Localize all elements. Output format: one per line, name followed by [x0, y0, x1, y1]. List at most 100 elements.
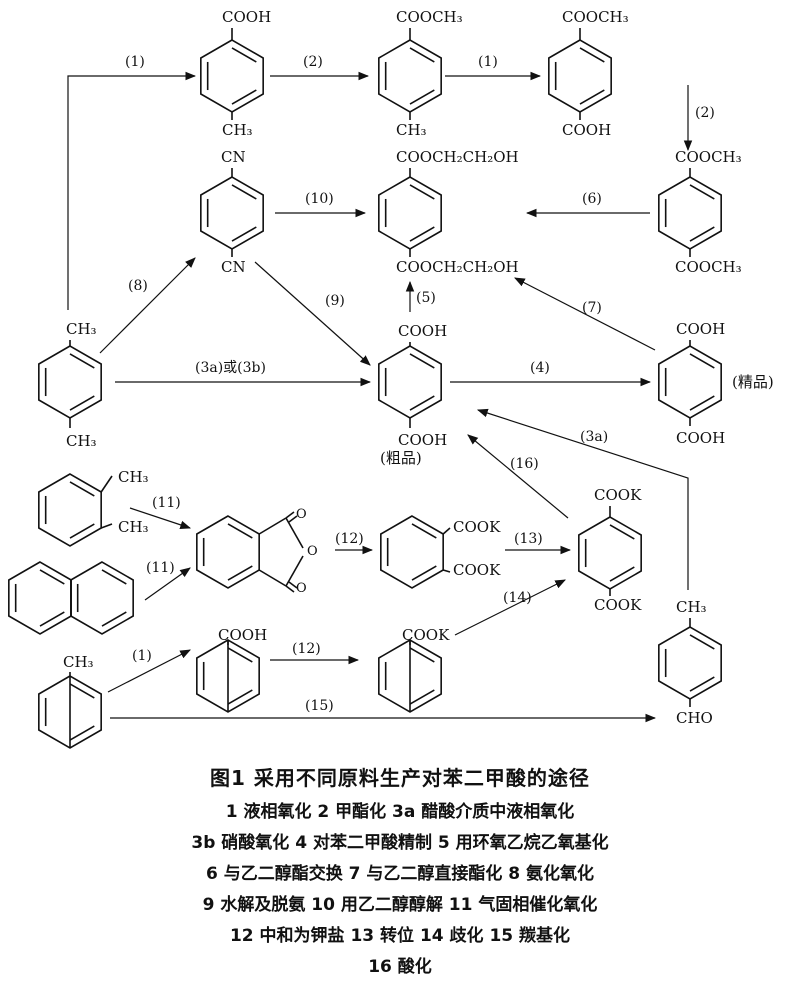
group-cooh: COOH: [562, 121, 611, 139]
molecule-structures: [8, 28, 722, 749]
group-cooch3: COOCH₃: [675, 258, 742, 276]
group-ch3: CH₃: [63, 653, 94, 671]
anhydride-bond: [258, 569, 287, 587]
ring-double-bond: [609, 566, 635, 582]
ring-double-bond: [409, 47, 435, 63]
step-label-11a: (11): [152, 495, 181, 511]
step-label-13: (13): [514, 531, 543, 547]
group-cook: COOK: [594, 596, 642, 614]
ring-double-bond: [69, 523, 95, 539]
step-label-12b: (12): [292, 641, 321, 657]
group-ch3: CH₃: [118, 468, 149, 486]
dipotassium-terephthalate: [578, 516, 642, 590]
group-cooeg: COOCH₂CH₂OH: [396, 148, 519, 166]
ring-double-bond: [101, 611, 127, 627]
group-ch3: CH₃: [118, 518, 149, 536]
ring-double-bond: [231, 47, 257, 63]
ring-double-bond: [69, 481, 95, 497]
p-tolualdehyde: [658, 626, 722, 700]
refined-terephthalic-acid: [658, 345, 722, 419]
group-cooh: COOH: [398, 431, 447, 449]
group-cn: CN: [221, 148, 246, 166]
arrow-9: [254, 261, 371, 366]
group-ch3: CH₃: [222, 121, 253, 139]
ring-double-bond: [689, 353, 715, 369]
group-cn: CN: [221, 258, 246, 276]
ring-double-bond: [409, 353, 435, 369]
methyl-p-toluate: [378, 39, 442, 113]
substituent-bond: [100, 523, 113, 529]
ring-double-bond: [227, 647, 253, 663]
substituent-bond: [442, 527, 451, 535]
step-label-8: (8): [128, 278, 148, 294]
group-cook: COOK: [402, 626, 450, 644]
caption-line: 9 水解及脱氨 10 用乙二醇醇解 11 气固相催化氧化: [202, 895, 598, 915]
ring-double-bond: [409, 647, 435, 663]
ring-double-bond: [411, 523, 437, 539]
group-cook: COOK: [453, 561, 501, 579]
step-label-6: (6): [582, 191, 602, 207]
ring-double-bond: [227, 565, 253, 581]
reaction-arrows: [67, 71, 693, 723]
step-label-12a: (12): [335, 531, 364, 547]
step-label-10: (10): [305, 191, 334, 207]
ring-double-bond: [409, 184, 435, 200]
bis-hydroxyethyl-terephthalate: [378, 176, 442, 250]
ring-double-bond: [579, 89, 605, 105]
step-label-2b: (2): [695, 105, 715, 121]
ring-double-bond: [409, 226, 435, 242]
ring-double-bond: [69, 725, 95, 741]
caption-line: 1 液相氧化 2 甲酯化 3a 醋酸介质中液相氧化: [225, 802, 575, 822]
group-cooh: COOH: [676, 429, 725, 447]
terephthalonitrile: [200, 176, 264, 250]
caption-title: 图1 采用不同原料生产对苯二甲酸的途径: [210, 766, 590, 790]
ring-double-bond: [101, 569, 127, 585]
group-cooh: COOH: [398, 322, 447, 340]
ring-double-bond: [69, 353, 95, 369]
o-xylene: [38, 473, 102, 547]
group-cooeg: COOCH₂CH₂OH: [396, 258, 519, 276]
anhydride-bond: [258, 517, 287, 535]
group-ch3: CH₃: [66, 432, 97, 450]
step-label-15: (15): [305, 698, 334, 714]
ring-double-bond: [39, 569, 65, 585]
ring-double-bond: [609, 524, 635, 540]
ring-double-bond: [689, 184, 715, 200]
naphthalene-ring-b: [70, 561, 134, 635]
group-ch3: CH₃: [66, 320, 97, 338]
carbonyl-bond: [285, 511, 295, 519]
arrow-11-b: [144, 567, 191, 601]
arrow-11-a: [129, 507, 192, 530]
caption-line: 12 中和为钾盐 13 转位 14 歧化 15 羰基化: [229, 926, 571, 946]
phthalic-anhydride: [196, 515, 260, 589]
group-cook: COOK: [594, 486, 642, 504]
carbonyl-bond: [285, 585, 295, 593]
arrow-16: [467, 434, 569, 519]
ring-double-bond: [689, 226, 715, 242]
step-labels: (1) (2) (1) (2) (10) (6) (8) (9) (5) (7)…: [125, 54, 715, 714]
arrow-7: [514, 277, 656, 351]
substituent-bond: [100, 475, 113, 493]
step-label-11b: (11): [146, 560, 175, 576]
arrow-3a: [476, 408, 689, 590]
group-cooh: COOH: [222, 8, 271, 26]
substituent-bond: [442, 569, 451, 573]
ring-double-bond: [69, 395, 95, 411]
group-ch3: CH₃: [676, 598, 707, 616]
arrow-1-bottom: [107, 649, 191, 693]
group-cooch3: COOCH₃: [675, 148, 742, 166]
atom-o-carbonyl: O: [296, 581, 307, 596]
step-label-5: (5): [416, 290, 436, 306]
step-label-2: (2): [303, 54, 323, 70]
ring-double-bond: [227, 523, 253, 539]
arrow-14: [454, 579, 566, 636]
monomethyl-terephthalate: [548, 39, 612, 113]
ring-double-bond: [411, 565, 437, 581]
group-cooch3: COOCH₃: [562, 8, 629, 26]
caption-line: 6 与乙二醇酯交换 7 与乙二醇直接酯化 8 氨化氧化: [205, 864, 595, 884]
step-label-1c: (1): [132, 648, 152, 664]
crude-terephthalic-acid: [378, 345, 442, 419]
ring-double-bond: [689, 676, 715, 692]
figure-caption: 图1 采用不同原料生产对苯二甲酸的途径 1 液相氧化 2 甲酯化 3a 醋酸介质…: [0, 762, 800, 983]
p-xylene: [38, 345, 102, 419]
